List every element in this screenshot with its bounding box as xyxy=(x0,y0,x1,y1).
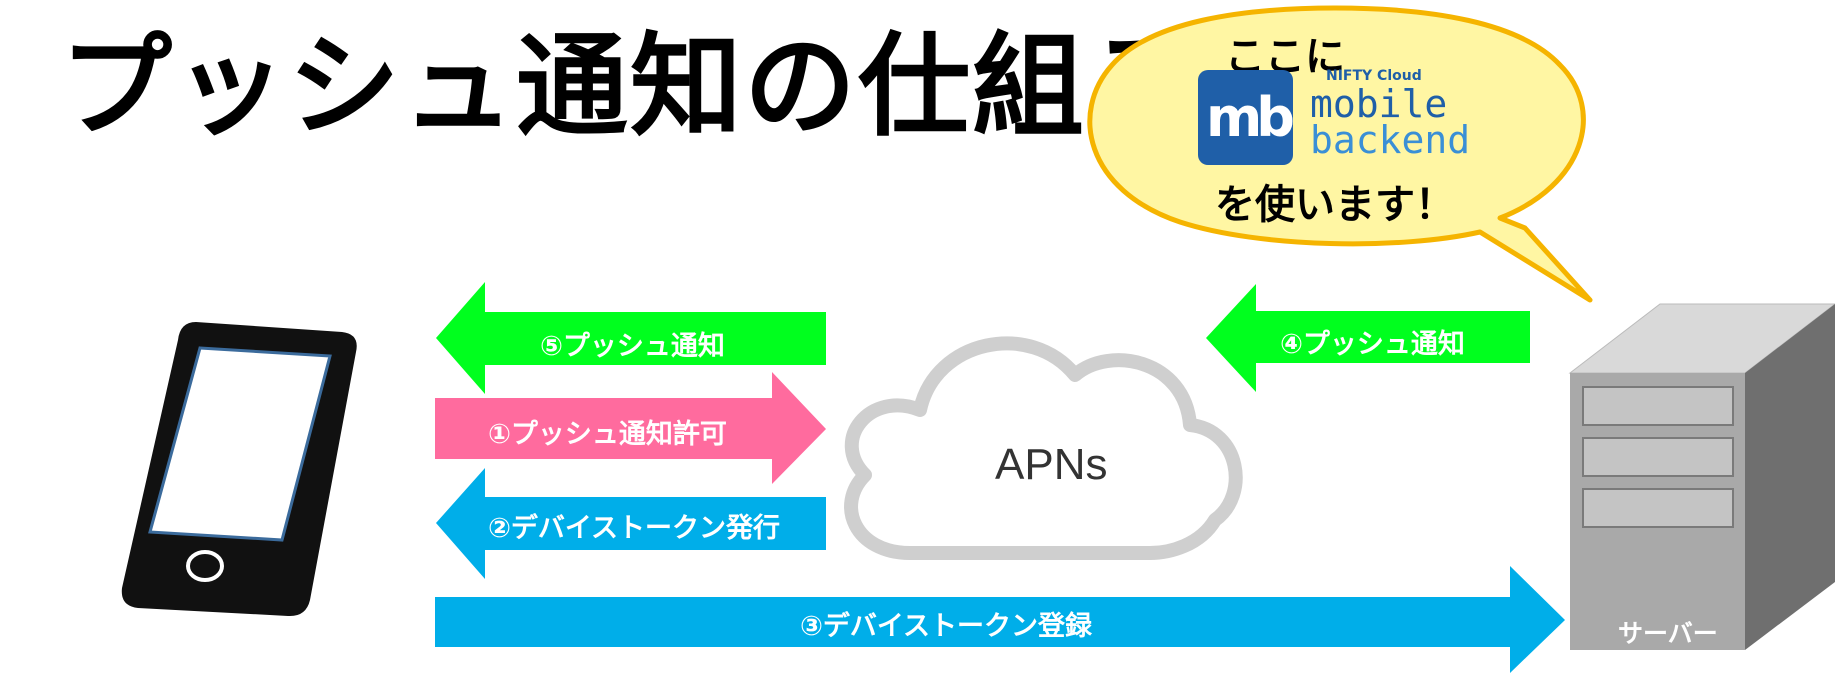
label-server-push: ④プッシュ通知 xyxy=(1280,329,1465,360)
label-token-issue: ②デバイストークン発行 xyxy=(488,513,781,544)
logo-box: mb xyxy=(1198,70,1295,165)
server-label: サーバー xyxy=(1618,619,1718,648)
arrow-server-push xyxy=(1206,284,1530,392)
bubble-line-use: を使います！ xyxy=(1215,182,1455,228)
arrow-token-register xyxy=(435,566,1565,673)
smartphone-icon xyxy=(121,322,357,617)
cloud-icon xyxy=(844,336,1243,560)
arrow-push-to-device xyxy=(436,282,826,394)
logo-mobile: mobile xyxy=(1310,82,1448,126)
arrow-token-issue xyxy=(436,468,826,579)
apns-label: APNs xyxy=(995,440,1108,489)
arrow-permission xyxy=(435,372,826,484)
page-title: プッシュ通知の仕組み xyxy=(60,22,1200,152)
logo-mark: mb xyxy=(1206,86,1295,149)
label-token-register: ③デバイストークン登録 xyxy=(800,611,1093,642)
label-push-to-device: ⑤プッシュ通知 xyxy=(540,331,725,362)
server-icon xyxy=(1568,303,1835,650)
logo-backend: backend xyxy=(1310,118,1471,162)
label-permission: ①プッシュ通知許可 xyxy=(488,419,727,450)
logo-provider: NIFTY Cloud xyxy=(1326,68,1422,84)
mbaas-logo: mb NIFTY Cloud mobile backend xyxy=(1198,68,1471,165)
